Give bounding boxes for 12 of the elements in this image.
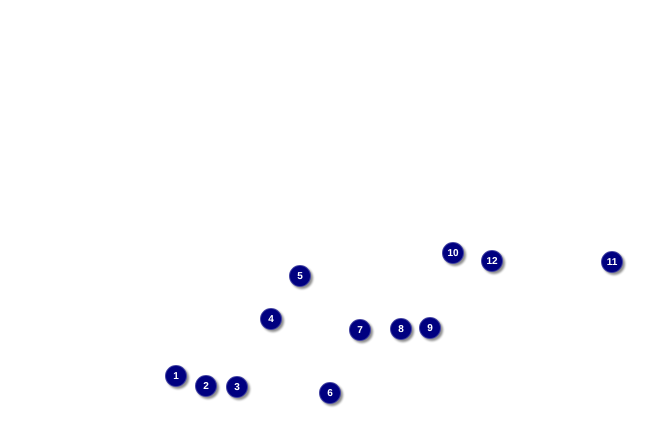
callout-number: 1 xyxy=(165,365,187,387)
callout-number: 4 xyxy=(260,308,282,330)
callout-number: 11 xyxy=(601,251,623,273)
callout-number: 5 xyxy=(289,265,311,287)
callout-number: 6 xyxy=(319,382,341,404)
callout-number: 3 xyxy=(226,376,248,398)
callout-number: 8 xyxy=(390,318,412,340)
callout-number: 12 xyxy=(481,250,503,272)
callout-number: 10 xyxy=(442,242,464,264)
callout-number: 2 xyxy=(195,375,217,397)
callout-number: 9 xyxy=(419,317,441,339)
callout-number: 7 xyxy=(349,319,371,341)
